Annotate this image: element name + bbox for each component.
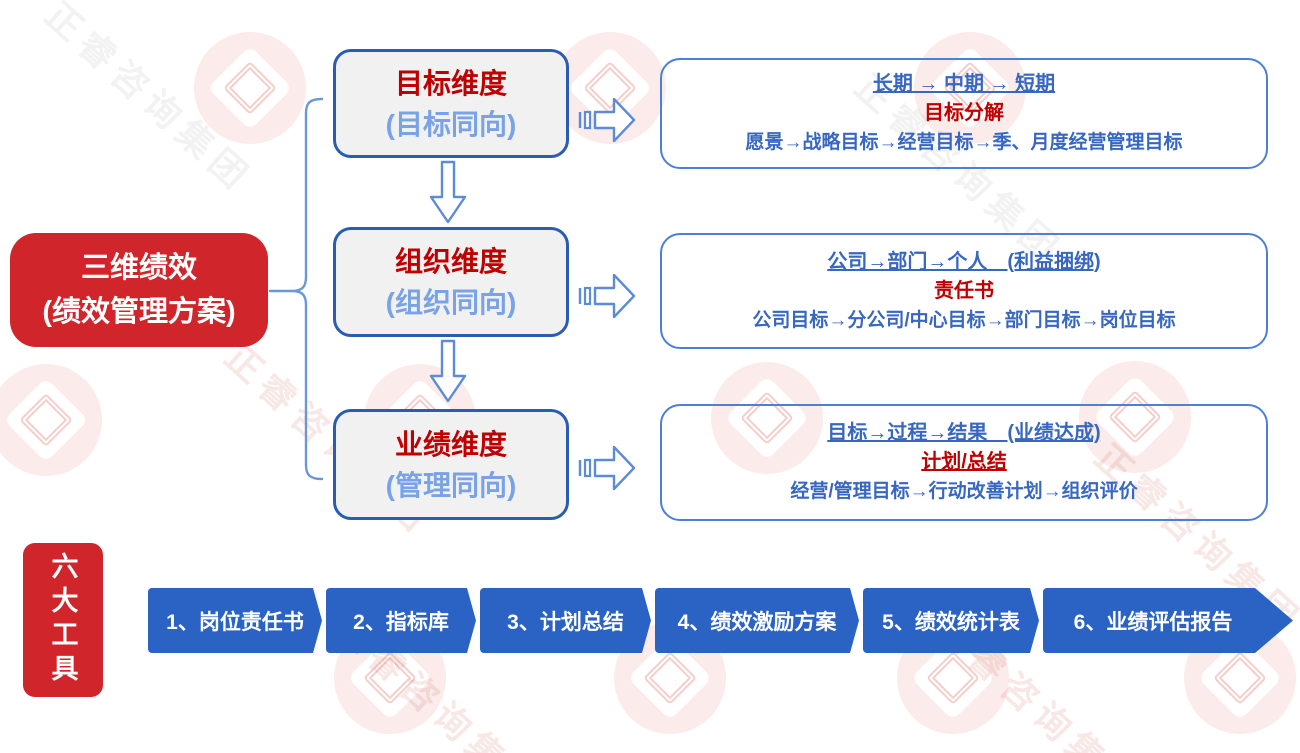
- brand-logo-watermark-icon: [194, 32, 306, 144]
- tool-item-6: 6、业绩评估报告: [1043, 588, 1293, 653]
- tool-item-label: 5、绩效统计表: [882, 610, 1020, 634]
- root-node: 三维绩效 (绩效管理方案): [10, 233, 268, 347]
- root-title: 三维绩效: [80, 252, 197, 284]
- tool-item-label: 3、计划总结: [507, 610, 624, 634]
- brand-logo-watermark-icon: [711, 362, 823, 474]
- root-subtitle: (绩效管理方案): [42, 296, 236, 328]
- six-tools-label: 六大工具: [23, 543, 103, 697]
- detail-line1: 长期 → 中期 → 短期: [872, 73, 1056, 95]
- tool-item-4: 4、绩效激励方案: [655, 588, 859, 653]
- detail-line3: 经营/管理目标→行动改善计划→组织评价: [790, 481, 1138, 502]
- detail-line1: 公司→部门→个人 (利益捆绑): [827, 250, 1101, 273]
- node-subtitle: (组织同向): [385, 287, 517, 318]
- right-arrow-icon: [578, 97, 636, 143]
- node-title: 目标维度: [394, 67, 507, 99]
- brand-logo-watermark-icon: [1079, 361, 1191, 473]
- tool-item-label: 2、指标库: [353, 610, 449, 634]
- tool-item-3: 3、计划总结: [480, 588, 651, 653]
- tool-item-label: 4、绩效激励方案: [677, 610, 837, 634]
- tool-item-label: 1、岗位责任书: [166, 610, 304, 634]
- tool-item-1: 1、岗位责任书: [148, 588, 322, 653]
- detail-line2: 计划/总结: [921, 451, 1007, 473]
- node-performance-dimension: 业绩维度 (管理同向): [333, 409, 569, 520]
- right-arrow-icon: [578, 273, 636, 319]
- detail-line1: 目标→过程→结果 (业绩达成): [827, 422, 1101, 444]
- brace-connector: [268, 97, 324, 481]
- detail-organization-dimension: 公司→部门→个人 (利益捆绑) 责任书 公司目标→分公司/中心目标→部门目标→岗…: [660, 233, 1268, 349]
- tool-item-2: 2、指标库: [326, 588, 476, 653]
- node-subtitle: (管理同向): [385, 469, 517, 501]
- node-title: 业绩维度: [394, 428, 507, 460]
- tool-item-5: 5、绩效统计表: [863, 588, 1039, 653]
- brand-logo-watermark-icon: [0, 364, 102, 476]
- detail-goal-dimension: 长期 → 中期 → 短期 目标分解 愿景→战略目标→经营目标→季、月度经营管理目…: [660, 58, 1268, 169]
- node-organization-dimension: 组织维度 (组织同向): [333, 227, 569, 337]
- detail-performance-dimension: 目标→过程→结果 (业绩达成) 计划/总结 经营/管理目标→行动改善计划→组织评…: [660, 404, 1268, 521]
- tool-item-label: 6、业绩评估报告: [1073, 610, 1233, 634]
- detail-line3: 愿景→战略目标→经营目标→季、月度经营管理目标: [745, 132, 1183, 153]
- detail-line2: 责任书: [934, 279, 994, 302]
- right-arrow-icon: [578, 445, 636, 491]
- node-subtitle: (目标同向): [385, 108, 517, 140]
- detail-line3: 公司目标→分公司/中心目标→部门目标→岗位目标: [752, 309, 1176, 331]
- node-title: 组织维度: [394, 246, 507, 277]
- down-arrow-icon: [429, 160, 467, 224]
- node-goal-dimension: 目标维度 (目标同向): [333, 49, 569, 158]
- detail-line2: 目标分解: [924, 102, 1004, 124]
- down-arrow-icon: [429, 339, 467, 403]
- brand-logo-watermark-icon: [914, 32, 1026, 144]
